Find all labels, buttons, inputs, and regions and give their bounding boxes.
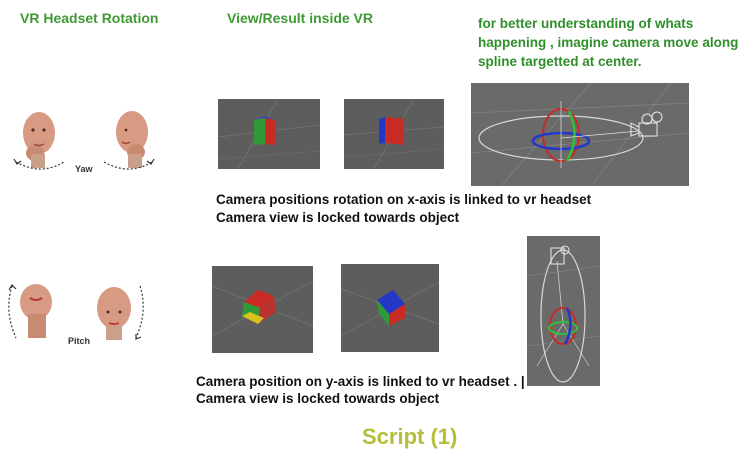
heading-headset-rotation: VR Headset Rotation xyxy=(20,10,159,26)
heading-view-result: View/Result inside VR xyxy=(227,10,374,26)
vr-view-pitch-cube-1 xyxy=(212,266,313,353)
script-footer: Script (1) xyxy=(362,424,458,449)
yaw-label: Yaw xyxy=(75,164,93,174)
pitch-label: Pitch xyxy=(68,336,91,346)
explanation-note: for better understanding of whats happen… xyxy=(478,16,739,69)
caption-row1-line2: Camera view is locked towards object xyxy=(216,210,460,225)
camera-spline-scene-yaw xyxy=(471,83,689,186)
vr-view-pitch-cube-2 xyxy=(341,264,439,352)
vr-view-yaw-cube-1 xyxy=(218,99,320,169)
pitch-heads-illustration xyxy=(2,278,152,346)
caption-row2-line2: Camera view is locked towards object xyxy=(196,391,440,406)
yaw-heads-illustration xyxy=(4,100,159,188)
camera-spline-scene-pitch xyxy=(527,236,600,386)
caption-row1-line1: Camera positions rotation on x-axis is l… xyxy=(216,192,592,207)
caption-row2-line1: Camera position on y-axis is linked to v… xyxy=(196,374,525,389)
vr-view-yaw-cube-2 xyxy=(344,99,444,169)
